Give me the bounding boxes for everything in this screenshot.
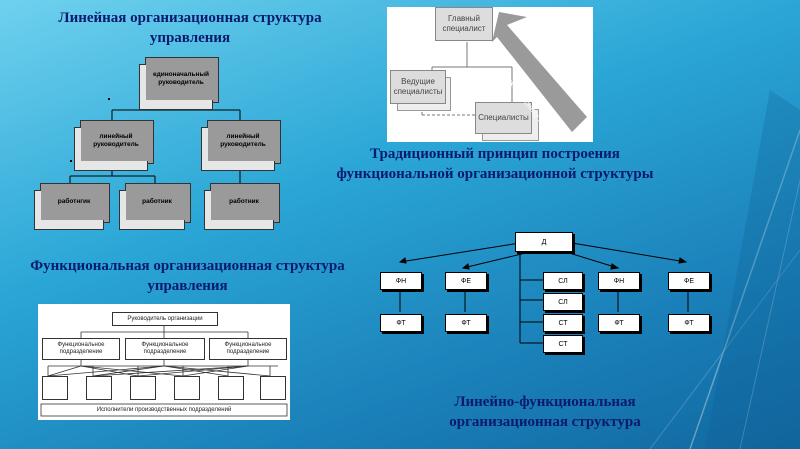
linear-worker-box-1: работнгик	[34, 183, 110, 230]
functional-unit-box-3: Функциональное подразделение	[209, 338, 287, 360]
executor-box	[42, 376, 68, 400]
worker-label: работник	[229, 198, 259, 205]
func-head-box-2: ФЕ	[445, 272, 487, 290]
func-sub-box-4: ФТ	[668, 314, 710, 332]
func-head-box-3: ФН	[598, 272, 640, 290]
service-box-3: СТ	[543, 314, 583, 332]
linear-middle-box-2: линейный руководитель	[201, 120, 281, 171]
executor-box	[86, 376, 112, 400]
dot-marker	[108, 98, 110, 100]
chief-specialist-box: Главный специалист	[435, 7, 493, 41]
executor-box	[130, 376, 156, 400]
executor-box	[174, 376, 200, 400]
middle-manager-label: линейный руководитель	[93, 133, 139, 148]
func-head-box-1: ФН	[380, 272, 422, 290]
traditional-diagram: Главный специалист Ведущие специалисты С…	[387, 7, 593, 142]
service-box-1: СЛ	[543, 272, 583, 290]
linear-functional-title: Линейно-функциональная организационная с…	[449, 394, 641, 430]
organization-head-box: Руководитель организации	[112, 312, 218, 326]
executors-footer-label: Исполнители производственных подразделен…	[96, 407, 232, 413]
specialists-box: Специалисты	[475, 102, 532, 134]
func-sub-box-3: ФТ	[598, 314, 640, 332]
director-box: Д	[515, 232, 573, 252]
functional-diagram: Руководитель организации Функциональное …	[38, 304, 290, 420]
executor-box	[218, 376, 244, 400]
func-sub-box-1: ФТ	[380, 314, 422, 332]
linear-top-box: единоначальный руководитель	[139, 57, 219, 110]
functional-unit-box-2: Функциональное подразделение	[125, 338, 205, 360]
service-box-4: СТ	[543, 335, 583, 353]
functional-structure-title: Функциональная организационная структура…	[30, 258, 345, 294]
func-sub-box-2: ФТ	[445, 314, 487, 332]
traditional-principle-title: Традиционный принцип построения функцион…	[336, 146, 654, 182]
dot-marker	[70, 160, 72, 162]
middle-manager-label: линейный руководитель	[220, 133, 266, 148]
traditional-connectors	[421, 12, 587, 132]
top-manager-label: единоначальный руководитель	[153, 71, 209, 86]
executor-box	[260, 376, 286, 400]
functional-unit-box-1: Функциональное подразделение	[42, 338, 120, 360]
worker-label: работнгик	[57, 198, 91, 205]
linear-middle-box-1: линейный руководитель	[74, 120, 154, 171]
linear-structure-title: Линейная организационная структура управ…	[58, 10, 322, 46]
lead-specialists-box: Ведущие специалисты	[390, 70, 446, 104]
service-box-2: СЛ	[543, 293, 583, 311]
linear-worker-box-2: работник	[119, 183, 191, 230]
functional-connectors	[40, 324, 288, 417]
func-head-box-4: ФЕ	[668, 272, 710, 290]
worker-label: работник	[142, 198, 172, 205]
linear-worker-box-3: работник	[204, 183, 280, 230]
